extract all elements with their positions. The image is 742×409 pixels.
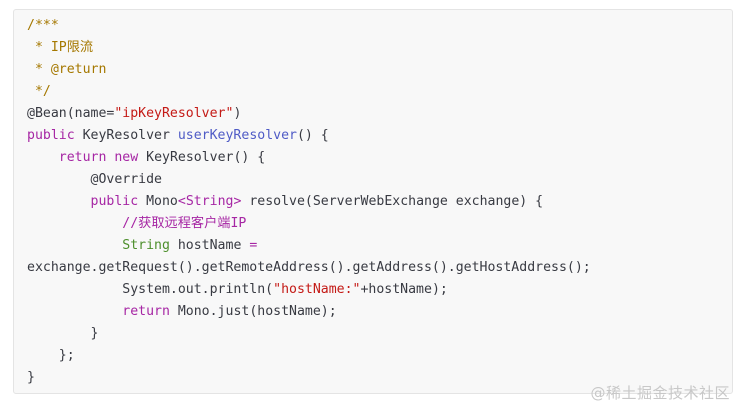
code-token-plain: @Bean(name= bbox=[27, 106, 115, 121]
code-line: @Override bbox=[27, 169, 591, 191]
code-line: * @return bbox=[27, 59, 591, 81]
code-token-fn: userKeyResolver bbox=[177, 128, 297, 143]
code-token-plain: hostName bbox=[169, 238, 250, 253]
code-line: return Mono.just(hostName); bbox=[27, 301, 591, 323]
code-line: exchange.getRequest().getRemoteAddress()… bbox=[27, 257, 591, 279]
code-line: /*** bbox=[27, 15, 591, 37]
code-token-string: "hostName:" bbox=[273, 282, 361, 297]
code-token-keyword: public bbox=[90, 194, 139, 209]
code-token-keyword: new bbox=[114, 150, 139, 165]
code-token-plain: Mono bbox=[138, 194, 178, 209]
code-block: /*** * IP限流 * @return */ @Bean(name="ipKe… bbox=[13, 9, 733, 394]
code-token-type: String bbox=[122, 238, 170, 253]
code-token-plain bbox=[27, 238, 122, 253]
code-token-plain: +hostName); bbox=[360, 282, 448, 297]
code-token-keyword: = bbox=[249, 238, 258, 253]
code-token-plain bbox=[27, 216, 122, 231]
code-token-plain: @Override bbox=[27, 172, 162, 187]
code-token-comment: * @return bbox=[27, 62, 107, 77]
code-line: public KeyResolver userKeyResolver() { bbox=[27, 125, 591, 147]
code-line: return new KeyResolver() { bbox=[27, 147, 591, 169]
code-line: * IP限流 bbox=[27, 37, 591, 59]
code-text: /*** * IP限流 * @return */ @Bean(name="ipKe… bbox=[27, 15, 591, 389]
code-token-plain bbox=[27, 304, 122, 319]
code-line: }; bbox=[27, 345, 591, 367]
code-token-comment: * IP限流 bbox=[27, 40, 94, 55]
code-line: } bbox=[27, 367, 591, 389]
code-line: //获取远程客户端IP bbox=[27, 213, 591, 235]
code-line: String hostName = bbox=[27, 235, 591, 257]
code-token-plain: () { bbox=[296, 128, 329, 143]
code-line: System.out.println("hostName:"+hostName)… bbox=[27, 279, 591, 301]
code-token-plain bbox=[27, 194, 91, 209]
code-token-keyword: public bbox=[27, 128, 75, 143]
code-token-comment: */ bbox=[27, 84, 51, 99]
code-token-plain: resolve(ServerWebExchange exchange) { bbox=[241, 194, 544, 209]
code-token-plain: System.out.println( bbox=[27, 282, 274, 297]
code-token-plain: } bbox=[27, 370, 35, 385]
code-token-plain: ) bbox=[233, 106, 242, 121]
code-line: public Mono<String> resolve(ServerWebExc… bbox=[27, 191, 591, 213]
code-token-plain: KeyResolver bbox=[74, 128, 178, 143]
code-token-plain: exchange.getRequest().getRemoteAddress()… bbox=[27, 260, 591, 275]
code-token-comment-cn: //获取远程客户端IP bbox=[122, 216, 247, 231]
code-token-plain: } bbox=[27, 326, 99, 341]
code-token-plain: Mono.just(hostName); bbox=[169, 304, 337, 319]
code-token-plain: KeyResolver() { bbox=[138, 150, 266, 165]
code-line: */ bbox=[27, 81, 591, 103]
code-token-keyword: return bbox=[58, 150, 107, 165]
code-token-keyword: return bbox=[122, 304, 170, 319]
code-token-plain bbox=[27, 150, 59, 165]
code-token-generic: <String> bbox=[177, 194, 242, 209]
code-token-plain: }; bbox=[27, 348, 75, 363]
code-line: } bbox=[27, 323, 591, 345]
code-token-comment: /*** bbox=[27, 18, 59, 33]
code-token-string: "ipKeyResolver" bbox=[114, 106, 234, 121]
code-line: @Bean(name="ipKeyResolver") bbox=[27, 103, 591, 125]
watermark: @稀土掘金技术社区 bbox=[590, 384, 730, 402]
